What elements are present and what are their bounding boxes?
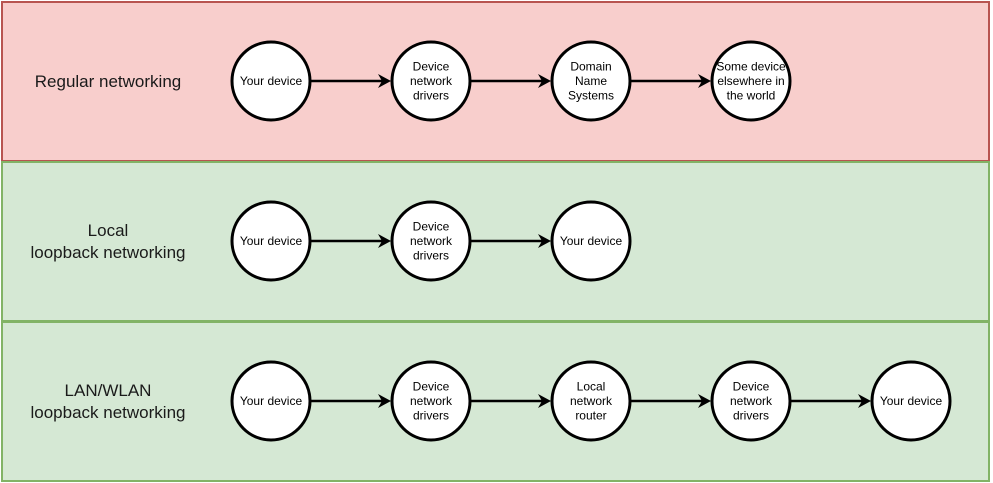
node-label-line: elsewhere in: [717, 74, 784, 88]
node-label-line: Domain: [570, 60, 611, 74]
node-label-line: network: [410, 74, 453, 88]
node-label-line: drivers: [413, 409, 449, 423]
node-label-line: Local: [577, 380, 606, 394]
node-circle: [230, 360, 312, 442]
node-label-line: network: [410, 394, 453, 408]
node-label-line: drivers: [413, 249, 449, 263]
arrowhead-icon: [858, 394, 871, 408]
lane-flow: Your deviceDevicenetworkdriversLocalnetw…: [230, 360, 952, 442]
flow-arrow: [631, 394, 711, 408]
node-label-line: Device: [413, 220, 450, 234]
arrowhead-icon: [538, 74, 551, 88]
node-circle: [710, 360, 792, 442]
arrowhead-icon: [698, 74, 711, 88]
lane-label: Local loopback networking: [30, 220, 186, 262]
node-label-line: network: [410, 234, 453, 248]
node-circle: [870, 360, 952, 442]
flow-arrow: [471, 234, 551, 248]
node-circle: [230, 40, 312, 122]
node-label-line: Device: [733, 380, 770, 394]
node-circle: [550, 200, 632, 282]
node-label-line: router: [575, 409, 606, 423]
arrowhead-icon: [538, 394, 551, 408]
node-circle: [550, 40, 632, 122]
node-label-line: Device: [413, 60, 450, 74]
flow-arrow: [311, 234, 391, 248]
lane-label: Regular networking: [34, 71, 182, 91]
node-circle: [390, 40, 472, 122]
node-label-line: drivers: [413, 89, 449, 103]
lane-label: LAN/WLAN loopback networking: [30, 380, 186, 422]
flow-arrow: [631, 74, 711, 88]
node-label-line: network: [570, 394, 613, 408]
node-label-line: Your device: [560, 234, 623, 248]
node-label-line: Your device: [240, 394, 303, 408]
node-label-line: Device: [413, 380, 450, 394]
flow-arrow: [311, 394, 391, 408]
arrowhead-icon: [698, 394, 711, 408]
flow-node: Your device: [230, 360, 312, 442]
node-label-line: Name: [575, 74, 607, 88]
arrowhead-icon: [538, 234, 551, 248]
arrowhead-icon: [378, 234, 391, 248]
flow-node: Your device: [230, 200, 312, 282]
node-label-line: Systems: [568, 89, 614, 103]
node-circle: [550, 360, 632, 442]
flow-node: Your device: [550, 200, 632, 282]
flow-arrow: [471, 74, 551, 88]
flow-arrow: [791, 394, 871, 408]
node-label-line: Your device: [240, 74, 303, 88]
node-circle: [230, 200, 312, 282]
flow-arrow: [471, 394, 551, 408]
arrowhead-icon: [378, 394, 391, 408]
arrowhead-icon: [378, 74, 391, 88]
node-circle: [390, 200, 472, 282]
flow-arrow: [311, 74, 391, 88]
node-label-line: drivers: [733, 409, 769, 423]
node-circle: [710, 40, 792, 122]
node-circle: [390, 360, 472, 442]
node-label-line: network: [730, 394, 773, 408]
node-label-line: Your device: [240, 234, 303, 248]
node-label-line: Your device: [880, 394, 943, 408]
flow-node: Your device: [870, 360, 952, 442]
node-label-line: Some device: [716, 60, 786, 74]
node-label-line: the world: [727, 89, 776, 103]
flow-node: Your device: [230, 40, 312, 122]
